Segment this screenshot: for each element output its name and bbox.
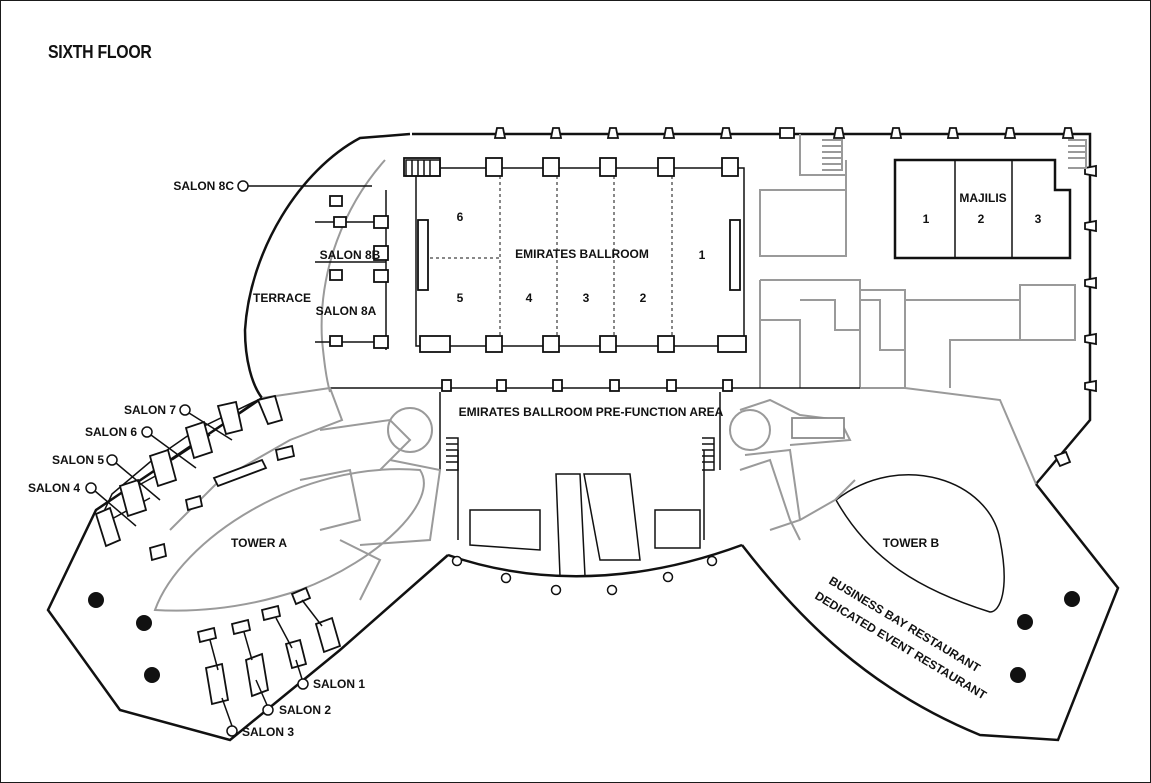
majilis-section-3: 3: [1035, 212, 1042, 226]
salon-2-label: SALON 2: [279, 703, 331, 717]
tower-a-wing: [153, 386, 442, 612]
majilis-label: MAJILIS: [959, 191, 1006, 205]
tower-b-label: TOWER B: [883, 536, 940, 550]
salon-3-marker: [226, 725, 238, 737]
service-rooms: [759, 134, 1076, 389]
terrace-label: TERRACE: [253, 291, 311, 305]
building-outline: [46, 132, 1120, 742]
majilis-section-2: 2: [978, 212, 985, 226]
wing-a-column: [144, 667, 160, 683]
salon-8c-marker: [237, 180, 249, 192]
facade-columns: [451, 555, 718, 596]
salon-5-label: SALON 5: [52, 453, 104, 467]
ballroom-section-1: 1: [699, 248, 706, 262]
emirates-ballroom: [403, 157, 747, 353]
terrace-edge: [320, 159, 386, 393]
ballroom-section-3: 3: [583, 291, 590, 305]
tower-b-wing: [729, 387, 1037, 613]
tower-a-label: TOWER A: [231, 536, 287, 550]
ballroom-section-4: 4: [526, 291, 533, 305]
salon-3-label: SALON 3: [242, 725, 294, 739]
salons-1-3: [196, 586, 342, 706]
salon-6-leader: [150, 434, 197, 469]
salon-1-label: SALON 1: [313, 677, 365, 691]
salon-1-marker: [297, 678, 309, 690]
salon-8-group: [315, 190, 389, 350]
restaurant-label-line2: DEDICATED EVENT RESTAURANT: [812, 589, 989, 703]
salon-6-label: SALON 6: [85, 425, 137, 439]
ballroom-section-5: 5: [457, 291, 464, 305]
salons-4-7: [94, 394, 296, 562]
stairs: [405, 139, 1087, 471]
salon-4-leader: [94, 490, 137, 527]
salon-6-marker: [141, 426, 153, 438]
salon-8b-label: SALON 8B: [320, 248, 381, 262]
salon-5-leader: [115, 462, 161, 501]
majilis-section-1: 1: [923, 212, 930, 226]
ballroom-section-6: 6: [457, 210, 464, 224]
ballroom-label: EMIRATES BALLROOM: [515, 247, 649, 261]
majilis: [893, 158, 1072, 260]
wing-b-column: [1064, 591, 1080, 607]
salon-7-marker: [179, 404, 191, 416]
wing-b-column: [1010, 667, 1026, 683]
prefunction-label: EMIRATES BALLROOM PRE-FUNCTION AREA: [459, 405, 724, 419]
ballroom-section-2: 2: [640, 291, 647, 305]
salon-7-leader: [188, 412, 233, 441]
salon-8a-label: SALON 8A: [316, 304, 377, 318]
salon-5-marker: [106, 454, 118, 466]
salon-8c-label: SALON 8C: [173, 179, 234, 193]
floor-title: SIXTH FLOOR: [48, 42, 152, 62]
salon-2-marker: [262, 704, 274, 716]
salon-7-label: SALON 7: [124, 403, 176, 417]
salon-3-leader: [221, 697, 233, 727]
salon-4-marker: [85, 482, 97, 494]
top-columns: [493, 127, 1097, 468]
salon-4-label: SALON 4: [28, 481, 80, 495]
wing-b-column: [1017, 614, 1033, 630]
wing-a-column: [136, 615, 152, 631]
prefunction-area: [330, 379, 860, 577]
salon-1-leader: [295, 659, 303, 680]
salon-2-leader: [255, 679, 268, 706]
wing-a-column: [88, 592, 104, 608]
restaurant-label-line1: BUSINESS BAY RESTAURANT: [826, 574, 983, 676]
